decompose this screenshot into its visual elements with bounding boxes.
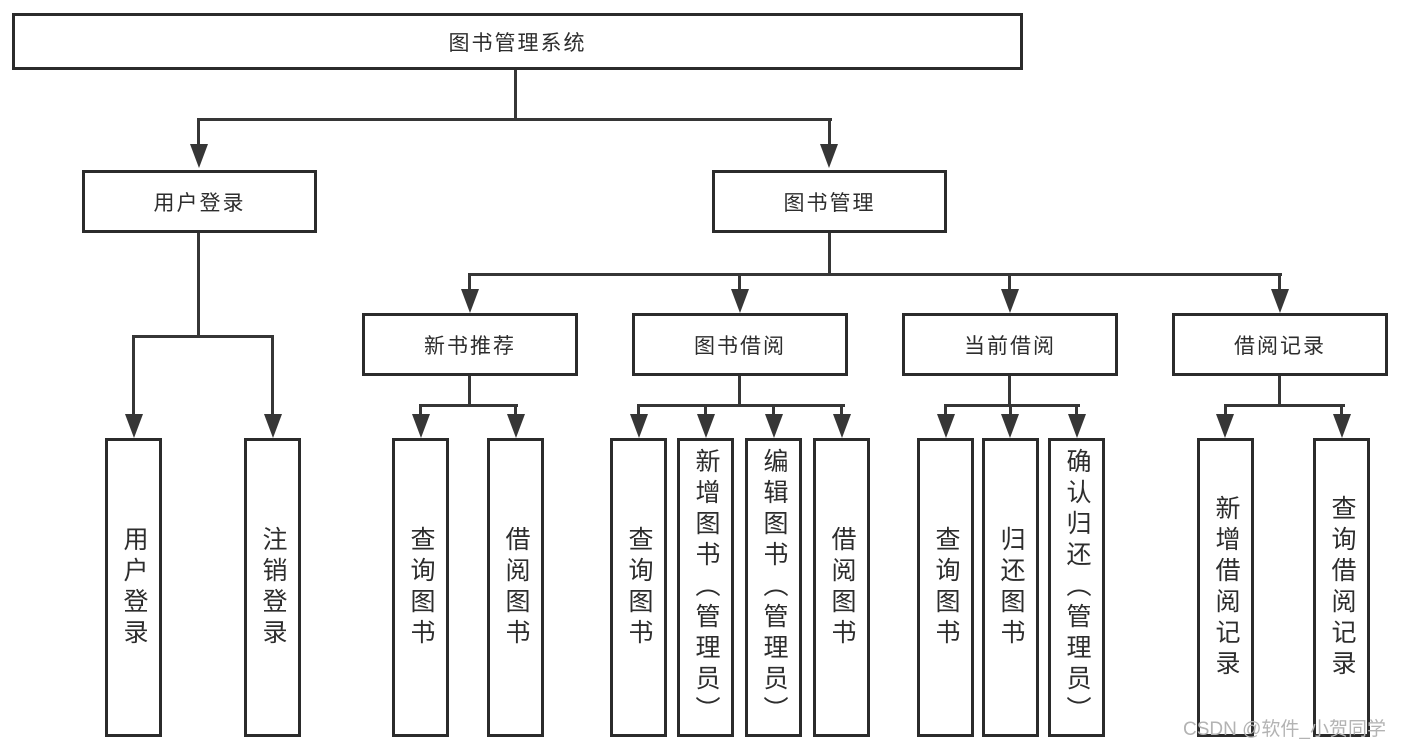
connector-drop	[637, 407, 640, 416]
arrow-down-icon	[937, 414, 955, 438]
node-root: 图书管理系统	[12, 13, 1023, 70]
leaf-user-login-label: 用户登录	[120, 525, 148, 650]
leaf-confirm-return-admin-label: 确认归还（管理员）	[1063, 448, 1091, 727]
leaf-borrow-query-books: 查询图书	[610, 438, 667, 737]
connector-drop-user-login	[197, 121, 200, 148]
arrow-down-icon	[125, 414, 143, 438]
node-borrow-records: 借阅记录	[1172, 313, 1388, 376]
node-new-book-recommend-label: 新书推荐	[424, 334, 516, 358]
watermark: CSDN @软件_小贺同学	[1183, 719, 1386, 740]
node-user-login: 用户登录	[82, 170, 317, 233]
leaf-current-query-books-label: 查询图书	[932, 525, 960, 650]
leaf-logout: 注销登录	[244, 438, 301, 737]
connector-drop	[944, 407, 947, 416]
connector-root-stem	[514, 70, 517, 118]
arrow-down-icon	[697, 414, 715, 438]
connector-drop-leaf-user-login	[132, 338, 135, 416]
connector-borrow-records-stem	[1278, 376, 1281, 407]
connector-drop	[1009, 407, 1012, 416]
connector-book-borrow-rail	[637, 404, 845, 407]
arrow-down-icon	[190, 144, 208, 168]
arrow-down-icon	[1001, 414, 1019, 438]
leaf-user-login: 用户登录	[105, 438, 162, 737]
node-book-management: 图书管理	[712, 170, 947, 233]
connector-drop-borrow-records	[1278, 276, 1281, 290]
connector-level3-rail	[468, 273, 1282, 276]
leaf-add-books-admin-label: 新增图书（管理员）	[692, 448, 720, 727]
node-borrow-records-label: 借阅记录	[1234, 334, 1326, 358]
node-root-label: 图书管理系统	[448, 31, 587, 55]
node-book-borrow-label: 图书借阅	[694, 334, 786, 358]
connector-current-borrow-stem	[1008, 376, 1011, 407]
arrow-down-icon	[630, 414, 648, 438]
arrow-down-icon	[1216, 414, 1234, 438]
arrow-down-icon	[1333, 414, 1351, 438]
arrow-down-icon	[1271, 289, 1289, 313]
arrow-down-icon	[731, 289, 749, 313]
connector-drop-leaf-logout	[271, 338, 274, 416]
leaf-add-borrow-record: 新增借阅记录	[1197, 438, 1254, 737]
leaf-return-books-label: 归还图书	[997, 525, 1025, 650]
connector-drop-book-borrow	[738, 276, 741, 290]
leaf-add-books-admin: 新增图书（管理员）	[677, 438, 734, 737]
arrow-down-icon	[461, 289, 479, 313]
connector-drop-new-book-recommend	[468, 276, 471, 290]
leaf-borrow-query-books-label: 查询图书	[625, 525, 653, 650]
node-new-book-recommend: 新书推荐	[362, 313, 578, 376]
leaf-logout-label: 注销登录	[259, 525, 287, 650]
connector-drop	[772, 407, 775, 416]
leaf-current-query-books: 查询图书	[917, 438, 974, 737]
leaf-recommend-query-books: 查询图书	[392, 438, 449, 737]
leaf-borrow-books: 借阅图书	[813, 438, 870, 737]
node-book-management-label: 图书管理	[783, 191, 876, 215]
connector-user-login-rail	[132, 335, 274, 338]
node-current-borrow-label: 当前借阅	[964, 334, 1056, 358]
connector-drop-current-borrow	[1008, 276, 1011, 290]
arrow-down-icon	[820, 144, 838, 168]
leaf-borrow-books-label: 借阅图书	[828, 525, 856, 650]
arrow-down-icon	[1001, 289, 1019, 313]
arrow-down-icon	[264, 414, 282, 438]
leaf-query-borrow-record: 查询借阅记录	[1313, 438, 1370, 737]
leaf-edit-books-admin: 编辑图书（管理员）	[745, 438, 802, 737]
connector-recommend-rail	[419, 404, 518, 407]
connector-borrow-records-rail	[1224, 404, 1345, 407]
connector-drop	[514, 407, 517, 416]
connector-book-borrow-stem	[738, 376, 741, 407]
leaf-edit-books-admin-label: 编辑图书（管理员）	[760, 448, 788, 727]
node-current-borrow: 当前借阅	[902, 313, 1118, 376]
connector-drop	[704, 407, 707, 416]
connector-level2-rail	[197, 118, 832, 121]
node-user-login-label: 用户登录	[153, 191, 246, 215]
connector-user-login-stem	[197, 233, 200, 338]
arrow-down-icon	[765, 414, 783, 438]
connector-drop	[1075, 407, 1078, 416]
connector-drop	[1224, 407, 1227, 416]
connector-drop	[1340, 407, 1343, 416]
leaf-recommend-borrow-books: 借阅图书	[487, 438, 544, 737]
leaf-query-borrow-record-label: 查询借阅记录	[1328, 494, 1356, 681]
leaf-recommend-query-books-label: 查询图书	[407, 525, 435, 650]
connector-drop	[419, 407, 422, 416]
connector-drop	[840, 407, 843, 416]
arrow-down-icon	[1068, 414, 1086, 438]
arrow-down-icon	[833, 414, 851, 438]
connector-recommend-stem	[468, 376, 471, 407]
leaf-recommend-borrow-books-label: 借阅图书	[502, 525, 530, 650]
connector-current-borrow-rail	[944, 404, 1080, 407]
arrow-down-icon	[412, 414, 430, 438]
node-book-borrow: 图书借阅	[632, 313, 848, 376]
arrow-down-icon	[507, 414, 525, 438]
leaf-return-books: 归还图书	[982, 438, 1039, 737]
leaf-add-borrow-record-label: 新增借阅记录	[1212, 494, 1240, 681]
connector-book-management-stem	[828, 233, 831, 275]
leaf-confirm-return-admin: 确认归还（管理员）	[1048, 438, 1105, 737]
connector-drop-book-management	[828, 121, 831, 148]
